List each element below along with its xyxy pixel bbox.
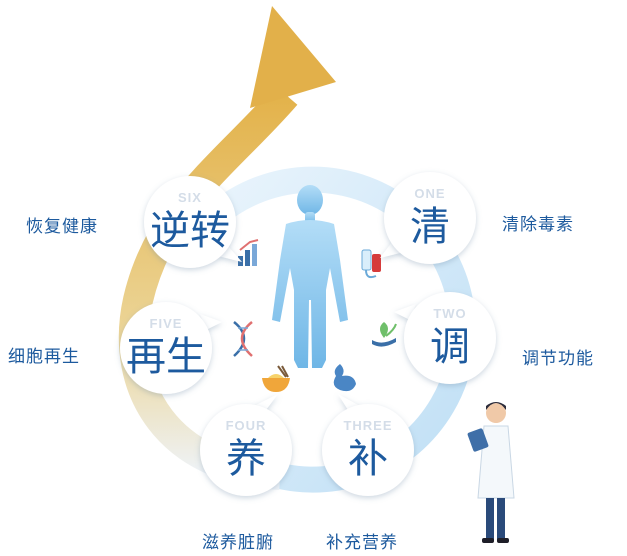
stomach-icon xyxy=(333,364,356,392)
step-character: 逆转 xyxy=(150,208,230,254)
growth-arrow-band xyxy=(118,85,298,490)
growth-arrow-head xyxy=(250,6,336,108)
step-character: 清 xyxy=(410,204,450,250)
step-character: 再生 xyxy=(126,334,206,380)
label-step-one: 清除毒素 xyxy=(502,215,574,235)
bottles-icon xyxy=(361,249,381,279)
step-node-three: THREE 补 xyxy=(322,394,414,496)
step-number: SIX xyxy=(178,190,202,205)
bowl-icon xyxy=(262,365,290,392)
growth-chart-icon xyxy=(238,239,259,266)
step-node-six: SIX 逆转 xyxy=(144,176,242,268)
step-number: THREE xyxy=(343,418,392,433)
step-node-one: ONE 清 xyxy=(380,172,476,264)
label-step-three: 补充营养 xyxy=(326,533,398,553)
step-number: ONE xyxy=(414,186,445,201)
leaf-hand-icon xyxy=(372,322,397,347)
label-step-four: 滋养脏腑 xyxy=(202,533,274,553)
step-node-four: FOUR 养 xyxy=(200,394,292,496)
label-step-two: 调节功能 xyxy=(522,349,594,369)
step-character: 养 xyxy=(226,436,266,482)
step-number: TWO xyxy=(433,306,466,321)
step-number: FOUR xyxy=(226,418,267,433)
doctor-figure xyxy=(467,402,515,543)
label-step-six: 恢复健康 xyxy=(26,217,98,237)
step-node-five: FIVE 再生 xyxy=(120,302,222,394)
label-step-five: 细胞再生 xyxy=(8,347,80,367)
step-number: FIVE xyxy=(150,316,183,331)
dna-icon xyxy=(233,321,253,357)
step-character: 调 xyxy=(430,324,470,370)
human-body-icon xyxy=(272,185,348,368)
step-node-two: TWO 调 xyxy=(394,292,496,384)
step-character: 补 xyxy=(348,436,388,482)
